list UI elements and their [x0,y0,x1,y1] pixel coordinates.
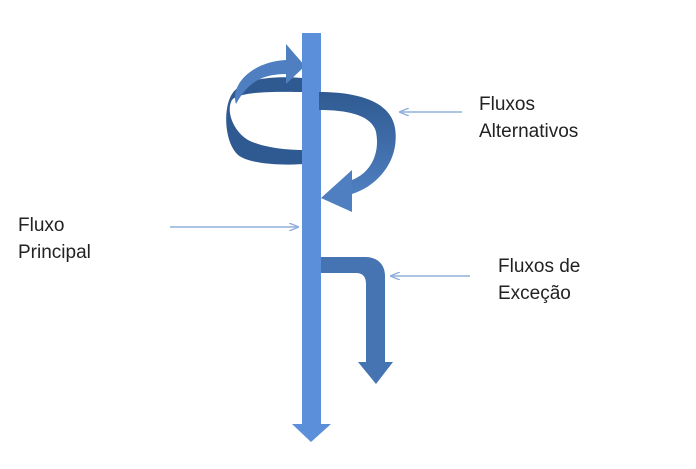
alternative-flow-arrow-top [234,44,305,104]
main-flow-arrowhead [292,424,331,442]
alternative-flow-loop-back [226,77,303,165]
main-flow-label-line1: Fluxo [18,215,65,236]
alternative-flow-loop-front [319,92,396,194]
main-flow-label: Fluxo Principal [18,212,91,266]
alternative-flows-label-line1: Fluxos [479,94,535,115]
main-flow-label-line2: Principal [18,242,91,263]
alternative-flows-label-line2: Alternativos [479,121,579,142]
exception-flow-arrow [321,257,393,384]
exception-flows-label-line1: Fluxos de [498,256,581,277]
alternative-flow-arrow-bottom [321,170,352,212]
exception-flows-label-line2: Exceção [498,283,571,304]
main-flow-shaft [302,33,321,427]
alternative-flows-label: Fluxos Alternativos [479,91,578,145]
exception-flows-label: Fluxos de Exceção [498,253,580,307]
